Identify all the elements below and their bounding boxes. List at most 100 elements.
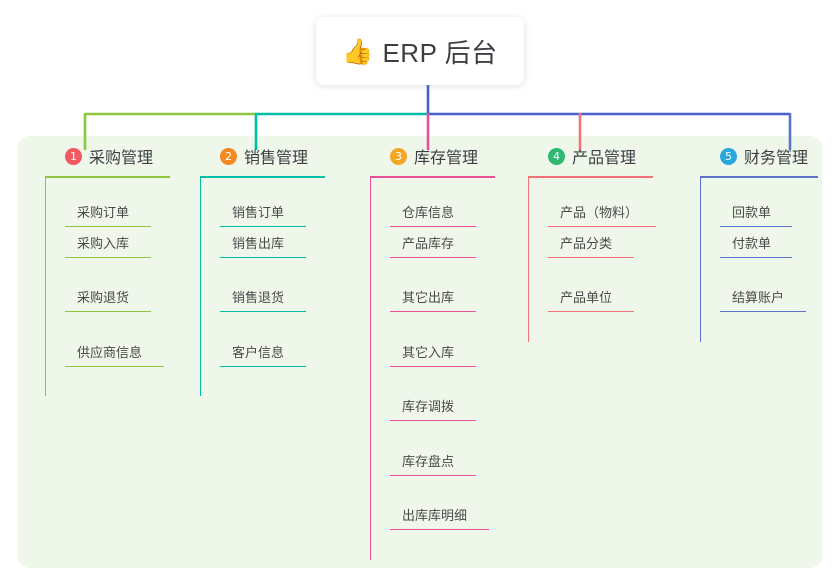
leaf-item[interactable]: 客户信息 (220, 342, 325, 397)
branch-underline-4 (528, 176, 653, 178)
branch-title-4: 产品管理 (572, 150, 637, 167)
leaf-item[interactable]: 产品单位 (548, 287, 656, 342)
leaf-item-underline (720, 256, 792, 258)
branch-header-4[interactable]: 4 产品管理 (528, 144, 656, 168)
branch-title-3: 库存管理 (414, 150, 479, 167)
root-node-title: ERP 后台 (382, 37, 498, 68)
leaf-item-label: 供应商信息 (77, 344, 143, 360)
branch-underline-2 (200, 176, 325, 178)
branch-underline-1 (45, 176, 170, 178)
leaf-item[interactable]: 结算账户 (720, 287, 818, 342)
root-node-card[interactable]: 👍 ERP 后台 (316, 17, 524, 85)
leaf-item-label: 采购退货 (77, 290, 130, 305)
leaf-item-label: 采购订单 (77, 205, 130, 220)
leaf-item-label: 产品单位 (560, 290, 613, 305)
leaf-item-label: 客户信息 (232, 344, 285, 360)
leaf-item-underline (65, 256, 151, 258)
leaf-item-label: 结算账户 (732, 290, 785, 305)
leaf-item-underline (548, 226, 656, 227)
branch-header-3[interactable]: 3 库存管理 (370, 144, 495, 168)
leaf-item-underline (390, 311, 476, 312)
leaf-item[interactable]: 仓库信息 (390, 178, 495, 233)
branch-column-2: 2 销售管理销售订单销售出库销售退货客户信息 (200, 144, 325, 396)
leaf-item[interactable]: 产品（物料） (548, 178, 656, 233)
leaf-item-underline (220, 256, 306, 258)
branch-title-5: 财务管理 (744, 150, 809, 167)
diagram-panel (18, 136, 822, 568)
branch-header-5[interactable]: 5 财务管理 (700, 144, 818, 168)
branch-title-2: 销售管理 (244, 150, 309, 167)
leaf-item-underline (65, 311, 151, 312)
branch-items-2: 销售订单销售出库销售退货客户信息 (200, 178, 325, 396)
branch-header-2[interactable]: 2 销售管理 (200, 144, 325, 168)
leaf-item[interactable]: 产品库存 (390, 233, 495, 288)
leaf-item-label: 销售退货 (232, 290, 285, 305)
leaf-item[interactable]: 出库库明细 (390, 505, 495, 560)
leaf-item[interactable]: 销售退货 (220, 287, 325, 342)
branch-trunk-3 (370, 178, 371, 560)
branch-column-1: 1 采购管理采购订单采购入库采购退货供应商信息 (45, 144, 170, 396)
leaf-item[interactable]: 采购订单 (65, 178, 170, 233)
leaf-item-underline (220, 311, 306, 312)
branch-column-5: 5 财务管理回款单付款单结算账户 (700, 144, 818, 342)
leaf-item-label: 产品库存 (402, 235, 455, 251)
branch-badge-4: 4 (548, 147, 565, 165)
branch-trunk-1 (45, 178, 46, 396)
leaf-item[interactable]: 产品分类 (548, 233, 656, 288)
leaf-item-label: 其它出库 (402, 290, 455, 305)
leaf-item-label: 产品（物料） (560, 205, 639, 220)
branch-title-1: 采购管理 (89, 150, 154, 167)
leaf-item-underline (220, 226, 306, 227)
branch-badge-1: 1 (65, 147, 82, 165)
leaf-item-underline (720, 311, 806, 312)
branch-items-4: 产品（物料） 产品分类产品单位 (528, 178, 656, 342)
branch-badge-5: 5 (720, 147, 737, 165)
branch-trunk-5 (700, 178, 701, 342)
branch-badge-2: 2 (220, 147, 237, 165)
leaf-item-underline (65, 365, 164, 367)
leaf-item[interactable]: 其它入库 (390, 342, 495, 397)
leaf-item[interactable]: 库存调拨 (390, 396, 495, 451)
leaf-item[interactable]: 库存盘点 (390, 451, 495, 506)
leaf-item-underline (65, 226, 151, 227)
leaf-item[interactable]: 付款单 (720, 233, 818, 288)
branch-items-1: 采购订单采购入库采购退货供应商信息 (45, 178, 170, 396)
leaf-item-underline (548, 256, 634, 258)
leaf-item[interactable]: 采购入库 (65, 233, 170, 288)
branch-underline-3 (370, 176, 495, 178)
leaf-item-label: 付款单 (732, 235, 772, 251)
leaf-item-underline (390, 226, 476, 227)
leaf-item-underline (390, 256, 476, 258)
leaf-item-underline (220, 365, 306, 367)
branch-header-1[interactable]: 1 采购管理 (45, 144, 170, 168)
leaf-item-label: 仓库信息 (402, 205, 455, 220)
leaf-item[interactable]: 销售订单 (220, 178, 325, 233)
leaf-item-label: 采购入库 (77, 235, 130, 251)
leaf-item-label: 销售出库 (232, 235, 285, 251)
branch-items-3: 仓库信息产品库存其它出库其它入库库存调拨库存盘点出库库明细 (370, 178, 495, 560)
leaf-item[interactable]: 供应商信息 (65, 342, 170, 397)
leaf-item-underline (720, 226, 792, 227)
branch-column-4: 4 产品管理产品（物料） 产品分类产品单位 (528, 144, 656, 342)
leaf-item-label: 回款单 (732, 205, 772, 220)
leaf-item-label: 库存盘点 (402, 453, 455, 469)
leaf-item[interactable]: 采购退货 (65, 287, 170, 342)
leaf-item[interactable]: 其它出库 (390, 287, 495, 342)
leaf-item[interactable]: 销售出库 (220, 233, 325, 288)
branch-badge-3: 3 (390, 147, 407, 165)
leaf-item[interactable]: 回款单 (720, 178, 818, 233)
leaf-item-label: 其它入库 (402, 344, 455, 360)
branch-trunk-2 (200, 178, 201, 396)
leaf-item-underline (548, 311, 634, 312)
leaf-item-label: 产品分类 (560, 235, 613, 251)
branch-items-5: 回款单付款单结算账户 (700, 178, 818, 342)
branch-underline-5 (700, 176, 818, 178)
leaf-item-underline (390, 529, 489, 530)
branch-column-3: 3 库存管理仓库信息产品库存其它出库其它入库库存调拨库存盘点出库库明细 (370, 144, 495, 560)
leaf-item-label: 库存调拨 (402, 399, 455, 414)
branch-trunk-4 (528, 178, 529, 342)
leaf-item-underline (390, 365, 476, 367)
leaf-item-label: 出库库明细 (402, 508, 468, 523)
